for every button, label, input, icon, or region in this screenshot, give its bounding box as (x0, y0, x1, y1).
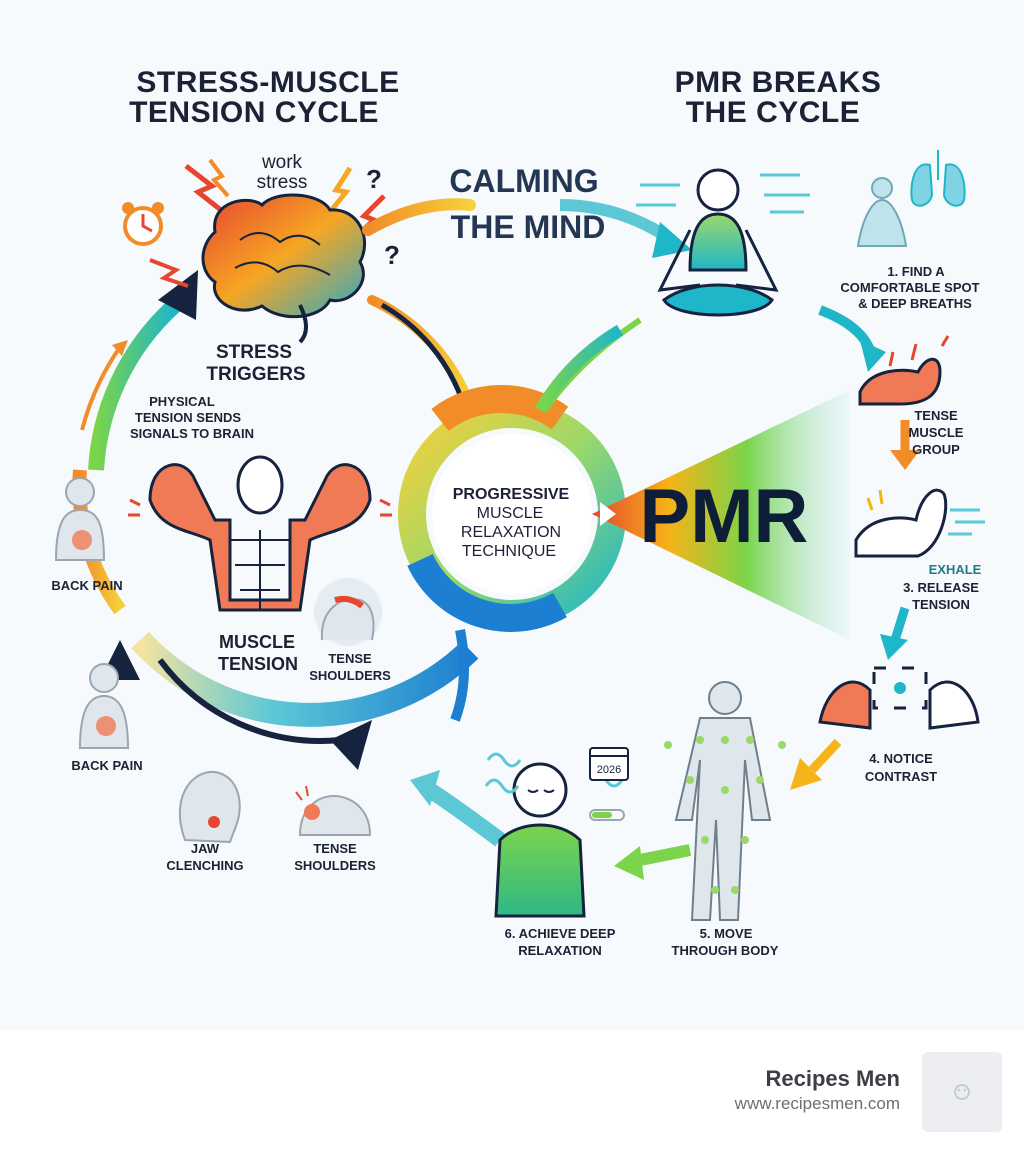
step4-line2: CONTRAST (865, 769, 937, 784)
back-pain-figure-icon-2 (78, 663, 130, 749)
step2-line2: MUSCLE (909, 425, 964, 440)
flexed-arm-icon (858, 335, 950, 406)
muscle-tension-line2: TENSION (218, 654, 298, 674)
footer: Recipes Men www.recipesmen.com (0, 1030, 1024, 1154)
step2-line1: TENSE (914, 408, 958, 423)
pmr-cycle-ring (410, 305, 920, 880)
tense-shoulders-line2: SHOULDERS (294, 858, 376, 873)
question-mark-2: ? (384, 240, 400, 270)
back-pain-label-2: BACK PAIN (71, 758, 142, 773)
brand-block: Recipes Men www.recipesmen.com (735, 1066, 900, 1114)
left-title-line1: STRESS-MUSCLE (136, 66, 399, 99)
cycle-arrowhead-top (158, 270, 198, 320)
hub-line2: MUSCLE (477, 505, 544, 522)
jaw-clenching-line2: CLENCHING (166, 858, 243, 873)
diagram-svg: STRESS-MUSCLE TENSION CYCLE PMR BREAKS T… (51, 66, 985, 958)
back-pain-label-1: BACK PAIN (51, 578, 122, 593)
jaw-clenching-line1: JAW (191, 841, 220, 856)
cycle-arrowhead-bottom (330, 720, 372, 770)
brand-url[interactable]: www.recipesmen.com (734, 1094, 900, 1113)
shoulder-icon-2 (295, 785, 372, 836)
hub-line3: RELAXATION (461, 524, 561, 541)
right-title-line2: THE CYCLE (686, 96, 861, 129)
brain-icon (201, 193, 366, 344)
right-title-line1: PMR BREAKS (675, 66, 882, 99)
lungs-icon (856, 150, 966, 247)
body-figure-icon (664, 681, 786, 921)
calming-line2: THE MIND (451, 209, 606, 245)
step1-line1: 1. FIND A (887, 264, 945, 279)
step3-line2: TENSION (912, 597, 970, 612)
step1-line3: & DEEP BREATHS (858, 296, 972, 311)
tense-shoulders-small-line2: SHOULDERS (309, 668, 391, 683)
muscle-figure-icon (128, 455, 392, 612)
shoulder-icon (314, 578, 382, 646)
stress-triggers-line2: TRIGGERS (206, 364, 305, 385)
jaw-icon (178, 770, 241, 844)
pmr-fan (592, 390, 850, 640)
physical-tension-line1: PHYSICAL (149, 394, 215, 409)
physical-tension-line2: TENSION SENDS (135, 410, 242, 425)
step6-line2: RELAXATION (518, 943, 602, 958)
hub-line4: TECHNIQUE (462, 543, 556, 560)
alarm-clock-icon (122, 202, 164, 246)
relaxed-arm-icon (854, 488, 985, 558)
meditation-figure-icon (636, 168, 810, 317)
left-title-line2: TENSION CYCLE (129, 96, 379, 129)
back-pain-figure-icon (54, 477, 106, 561)
tense-shoulders-small-line1: TENSE (328, 651, 372, 666)
step4-line1: 4. NOTICE (869, 751, 933, 766)
brand-logo-icon (922, 1052, 1002, 1132)
step6-line1: 6. ACHIEVE DEEP (505, 926, 616, 941)
stress-triggers-line1: STRESS (216, 342, 292, 363)
calendar-year: 2026 (597, 764, 621, 776)
brand-name: Recipes Men (765, 1066, 901, 1091)
calendar-icon (589, 747, 629, 781)
hub-line1: PROGRESSIVE (453, 486, 570, 503)
step2-line3: GROUP (912, 442, 960, 457)
step5-line1: 5. MOVE (700, 926, 753, 941)
calming-line1: CALMING (449, 163, 598, 199)
physical-tension-line3: SIGNALS TO BRAIN (130, 426, 254, 441)
pmr-label: PMR (640, 474, 809, 559)
tense-shoulders-line1: TENSE (313, 841, 357, 856)
exhale-label: EXHALE (929, 562, 982, 577)
step3-line1: 3. RELEASE (903, 580, 979, 595)
work-stress-line2: stress (257, 172, 308, 193)
step5-line2: THROUGH BODY (672, 943, 779, 958)
muscle-tension-line1: MUSCLE (219, 632, 295, 652)
contrast-arms-icon (818, 666, 980, 730)
question-mark-1: ? (366, 164, 382, 194)
step1-line2: COMFORTABLE SPOT (840, 280, 979, 295)
work-stress-line1: work (261, 152, 303, 173)
infographic-canvas: STRESS-MUSCLE TENSION CYCLE PMR BREAKS T… (51, 66, 985, 958)
